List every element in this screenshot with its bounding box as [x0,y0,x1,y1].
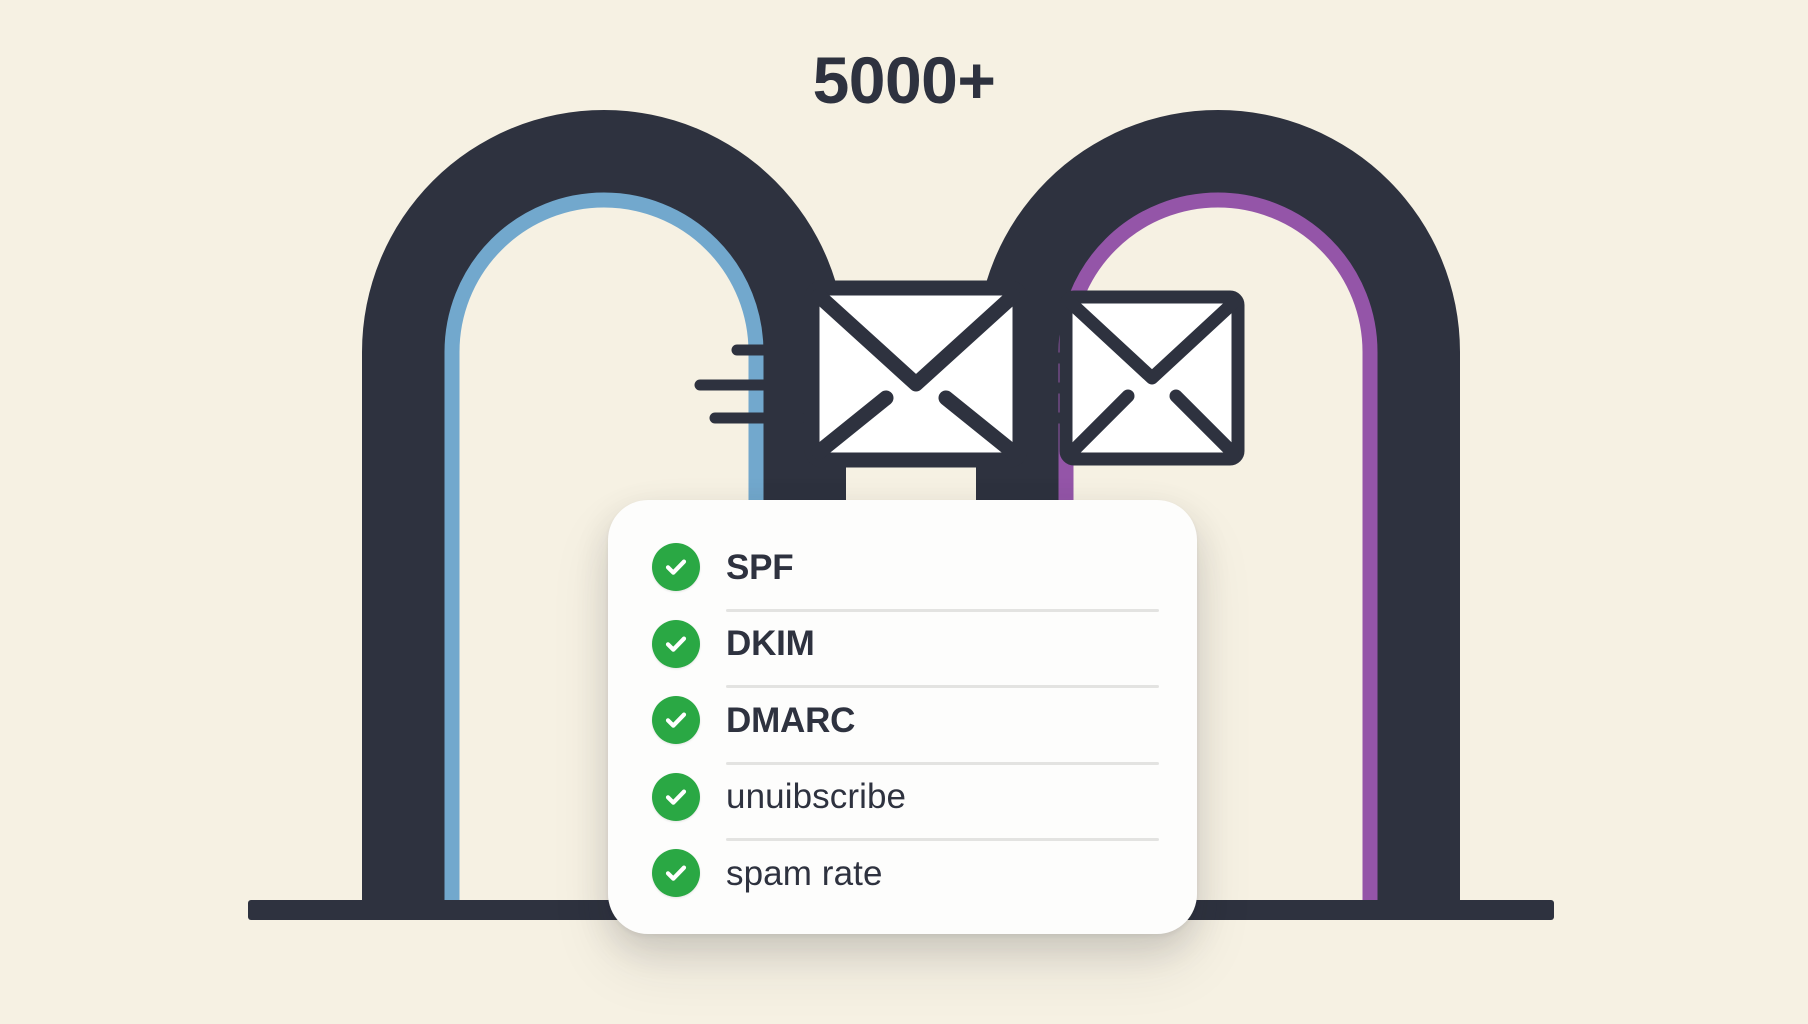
headline-count: 5000+ [812,43,996,117]
check-circle-icon [652,772,700,821]
deliverability-checklist-card: SPF DKIM DMARC unuib [608,500,1197,934]
checklist-label: unuibscribe [726,777,907,816]
checklist-label: DKIM [726,624,815,663]
checklist-row-spam-rate[interactable]: spam rate [652,838,1159,904]
checklist-label: spam rate [726,853,883,893]
checklist-row-dmarc[interactable]: DMARC [652,685,1159,751]
back-envelope-fold-left [1065,389,1135,459]
back-envelope [1059,290,1245,466]
check-circle-icon [652,849,700,897]
checklist-label: DMARC [726,700,856,740]
checklist-row-spf[interactable]: SPF [652,536,1153,598]
front-envelope-fold-left [811,390,894,460]
right-arch-purple-accent [1058,192,1378,912]
check-circle-icon [652,619,700,668]
front-envelope [804,280,1028,468]
back-envelope-flap [1065,297,1239,385]
check-circle-icon [652,543,700,591]
checklist-row-unsubscribe[interactable]: unuibscribe [652,761,1159,828]
check-circle-icon [652,696,700,744]
checklist-label: SPF [726,547,794,587]
left-arch-blue-accent [444,192,764,912]
checklist-row-dkim[interactable]: DKIM [652,608,1159,675]
front-envelope-flap [811,288,1021,392]
back-envelope-fold-right [1169,389,1239,459]
front-envelope-fold-right [938,390,1021,460]
